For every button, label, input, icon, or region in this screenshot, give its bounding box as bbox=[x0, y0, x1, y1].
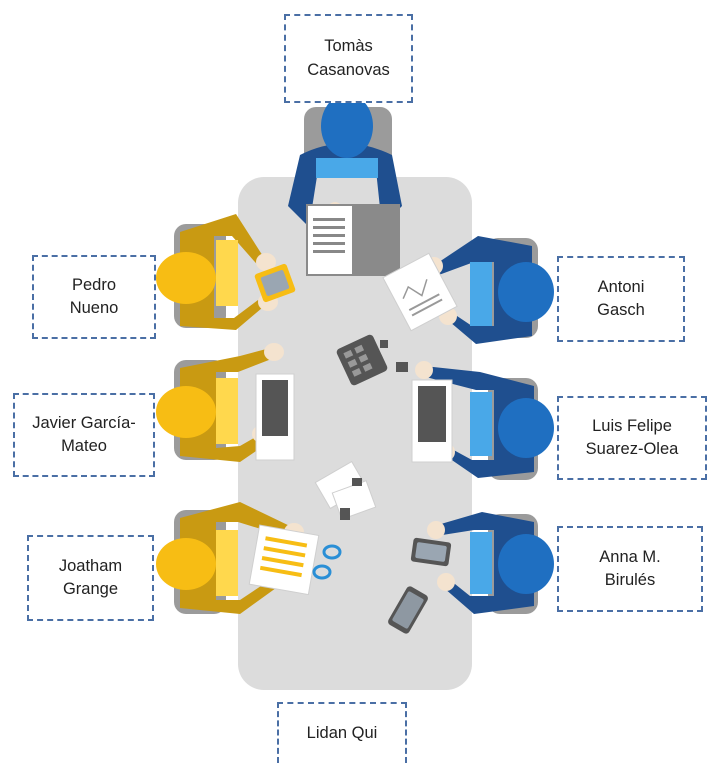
papers-center bbox=[314, 460, 377, 520]
name-line: Pedro bbox=[71, 275, 117, 294]
name-line: Antoni bbox=[597, 277, 645, 296]
torso bbox=[180, 348, 274, 462]
name-line: Tomàs bbox=[324, 37, 373, 56]
name-box-lidan-qui: Lidan Qui bbox=[277, 702, 407, 763]
name-line: Luis Felipe bbox=[592, 416, 672, 435]
name-line: Suarez-Olea bbox=[585, 440, 679, 458]
head bbox=[156, 386, 216, 438]
collar bbox=[216, 240, 238, 306]
person-left-3 bbox=[156, 502, 304, 614]
head bbox=[498, 534, 554, 594]
name-line: Mateo bbox=[61, 437, 107, 455]
laptop-left bbox=[255, 373, 295, 461]
head bbox=[498, 262, 554, 322]
person-top bbox=[288, 94, 402, 251]
collar bbox=[316, 158, 378, 178]
glasses bbox=[312, 544, 342, 580]
name-box-javier-garcia-mateo: Javier García- Mateo bbox=[13, 393, 155, 477]
collar bbox=[470, 532, 492, 594]
person-right-3 bbox=[427, 512, 554, 614]
phone-cable bbox=[380, 340, 388, 348]
head bbox=[156, 538, 216, 590]
name-line: Lidan Qui bbox=[306, 723, 378, 742]
collar bbox=[216, 530, 238, 596]
smartphone bbox=[388, 586, 428, 634]
name-box-joatham-grange: Joatham Grange bbox=[27, 535, 154, 621]
name-box-anna-birules: Anna M. Birulés bbox=[557, 526, 703, 612]
name-box-antoni-gasch: Antoni Gasch bbox=[557, 256, 685, 342]
person-left-2 bbox=[156, 343, 284, 462]
name-box-tomas-casanovas: Tomàs Casanovas bbox=[284, 14, 413, 103]
collar bbox=[470, 392, 492, 456]
laptop-right bbox=[411, 379, 453, 463]
name-line: Anna M. bbox=[599, 547, 661, 566]
name-line: Casanovas bbox=[307, 60, 390, 79]
person-left-1 bbox=[156, 214, 278, 330]
name-box-pedro-nueno: Pedro Nueno bbox=[32, 255, 156, 339]
head bbox=[156, 252, 216, 304]
document-left-3 bbox=[248, 524, 320, 596]
name-line: Birulés bbox=[604, 571, 656, 589]
hand bbox=[427, 521, 445, 539]
torso bbox=[180, 214, 268, 330]
name-line: Nueno bbox=[69, 299, 119, 317]
collar bbox=[216, 378, 238, 444]
phone-cable bbox=[396, 362, 408, 372]
document-right-1 bbox=[382, 252, 458, 332]
conference-phone bbox=[336, 334, 388, 386]
name-line: Grange bbox=[62, 580, 119, 598]
torso bbox=[434, 512, 534, 614]
name-line: Javier García- bbox=[32, 413, 136, 432]
name-line: Joatham bbox=[58, 556, 123, 575]
hand bbox=[437, 573, 455, 591]
head bbox=[498, 398, 554, 458]
document-top bbox=[306, 204, 400, 276]
name-line: Gasch bbox=[597, 301, 645, 319]
person-right-1 bbox=[425, 236, 554, 344]
head bbox=[321, 94, 373, 158]
hand bbox=[415, 361, 433, 379]
collar bbox=[470, 262, 492, 326]
name-box-luis-felipe-suarez-olea: Luis Felipe Suarez-Olea bbox=[557, 396, 707, 480]
hand bbox=[264, 343, 284, 361]
hand bbox=[256, 253, 276, 271]
